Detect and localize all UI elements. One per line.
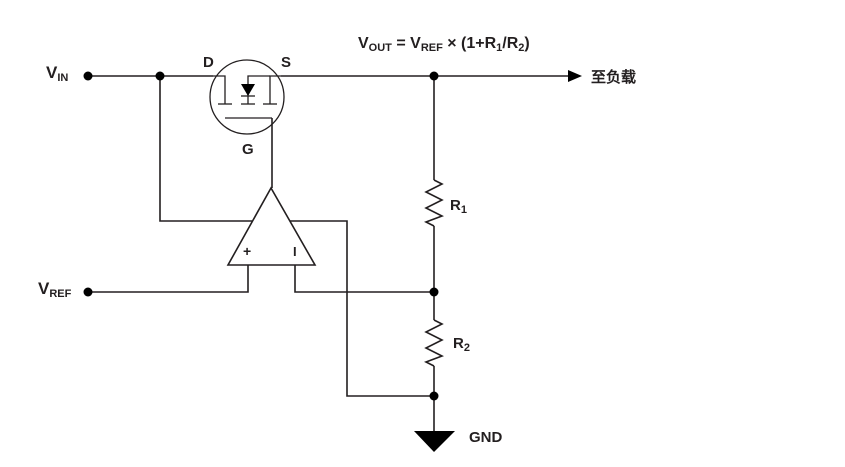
formula-r2-sub: 2 (518, 42, 525, 54)
r2-label: R2 (453, 336, 470, 354)
vref-wire (88, 265, 249, 293)
opamp-ground-wire (290, 220, 434, 397)
vin-junction (155, 71, 165, 81)
formula-mid: × (1+R (442, 35, 497, 52)
vref-label-main: V (38, 279, 50, 298)
formula-slash: /R (502, 35, 519, 52)
vout-junction (429, 71, 439, 81)
mosfet-symbol (209, 59, 285, 188)
source-label: S (281, 54, 292, 71)
vin-label-sub: IN (57, 72, 69, 84)
drain-label: D (203, 54, 214, 71)
r1-resistor (424, 179, 444, 227)
formula-r1-sub: 1 (496, 42, 503, 54)
vin-label-main: V (46, 63, 58, 82)
r1-label-main: R (450, 197, 461, 214)
formula-ref-sub: REF (420, 42, 443, 54)
to-load-label: 至负载 (591, 68, 637, 86)
vin-label: VIN (46, 64, 68, 84)
r1-label: R1 (450, 198, 467, 216)
gate-label: G (242, 141, 254, 158)
output-arrow-icon (568, 70, 582, 82)
vref-terminal (83, 287, 93, 297)
opamp-symbol (226, 186, 317, 266)
opamp-plus-label: + (243, 243, 252, 259)
opamp-minus-label: I (293, 244, 297, 259)
r2-label-sub: 2 (463, 342, 470, 354)
formula-v: V (358, 35, 369, 52)
formula-eq: = V (391, 35, 421, 52)
gnd-label: GND (469, 429, 503, 446)
feedback-wire (294, 265, 434, 293)
vout-formula: VOUT = VREF × (1+R1/R2) (358, 36, 530, 54)
r2-resistor (424, 319, 444, 367)
r2-label-main: R (453, 335, 464, 352)
feedback-junction (429, 287, 439, 297)
ground-icon (414, 431, 455, 452)
formula-close: ) (524, 35, 530, 52)
vref-label-sub: REF (49, 288, 72, 300)
opamp-supply-wire (159, 76, 252, 222)
vin-terminal (83, 71, 93, 81)
ground-junction (429, 391, 439, 401)
formula-out-sub: OUT (368, 42, 392, 54)
vref-label: VREF (38, 280, 71, 300)
r1-label-sub: 1 (460, 204, 467, 216)
